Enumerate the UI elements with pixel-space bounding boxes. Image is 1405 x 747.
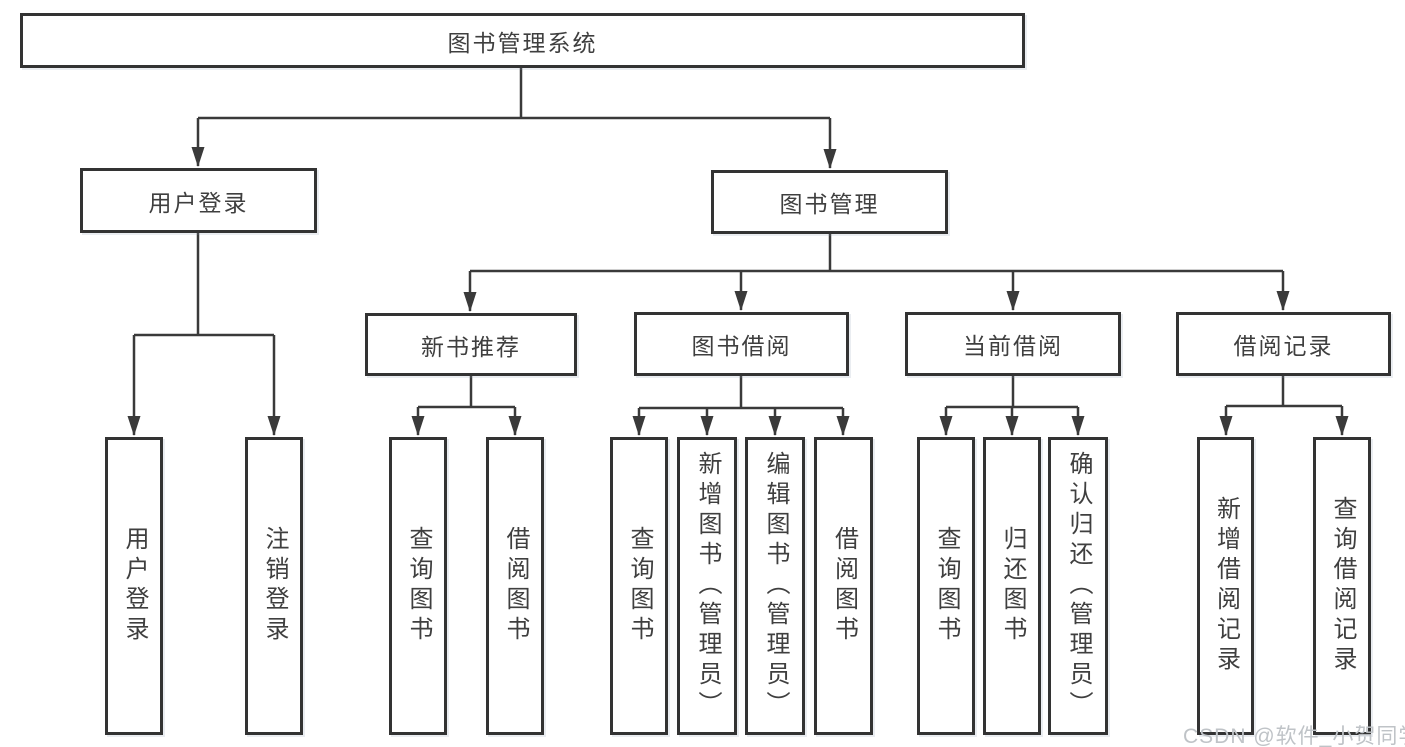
node-book-management: 图书管理 [711, 170, 948, 234]
leaf-query-books-current: 查询图书 [917, 437, 975, 735]
leaf-borrow-books-borrowing: 借阅图书 [814, 437, 873, 735]
leaf-return-books-label: 归还图书 [999, 526, 1026, 646]
leaf-logout: 注销登录 [245, 437, 303, 735]
leaf-add-books-admin-label: 新增图书（管理员） [694, 451, 721, 721]
node-book-management-label: 图书管理 [779, 191, 880, 217]
leaf-add-borrow-record: 新增借阅记录 [1197, 437, 1254, 735]
node-user-login: 用户登录 [80, 168, 317, 233]
node-system-root: 图书管理系统 [20, 13, 1025, 68]
leaf-query-books-borrowing: 查询图书 [610, 437, 668, 735]
node-new-book-recommendation-label: 新书推荐 [421, 333, 521, 360]
leaf-edit-books-admin: 编辑图书（管理员） [745, 437, 805, 735]
csdn-watermark: CSDN @软件_小贺同学 [1183, 725, 1405, 747]
leaf-logout-label: 注销登录 [261, 526, 288, 646]
node-new-book-recommendation: 新书推荐 [365, 313, 577, 376]
leaf-borrow-books-borrowing-label: 借阅图书 [830, 526, 858, 646]
leaf-query-books-current-label: 查询图书 [933, 526, 960, 646]
leaf-query-books-recommend: 查询图书 [389, 437, 447, 735]
leaf-edit-books-admin-label: 编辑图书（管理员） [762, 451, 789, 721]
leaf-query-borrow-record-label: 查询借阅记录 [1329, 496, 1356, 676]
leaf-confirm-return-admin: 确认归还（管理员） [1048, 437, 1108, 735]
leaf-borrow-books-recommend-label: 借阅图书 [502, 526, 529, 646]
node-current-borrowing: 当前借阅 [905, 312, 1121, 376]
node-current-borrowing-label: 当前借阅 [963, 333, 1063, 359]
leaf-query-books-borrowing-label: 查询图书 [626, 526, 653, 646]
leaf-query-borrow-record: 查询借阅记录 [1313, 437, 1371, 735]
leaf-user-login: 用户登录 [105, 437, 163, 735]
node-system-root-label: 图书管理系统 [447, 29, 598, 56]
node-book-borrowing-label: 图书借阅 [691, 333, 792, 359]
leaf-query-books-recommend-label: 查询图书 [405, 526, 432, 646]
leaf-confirm-return-admin-label: 确认归还（管理员） [1065, 451, 1092, 721]
node-borrowing-records: 借阅记录 [1176, 312, 1391, 376]
leaf-user-login-label: 用户登录 [121, 526, 148, 646]
node-borrowing-records-label: 借阅记录 [1233, 333, 1334, 359]
leaf-add-books-admin: 新增图书（管理员） [677, 437, 737, 735]
node-book-borrowing: 图书借阅 [634, 312, 849, 376]
node-user-login-label: 用户登录 [148, 189, 249, 216]
leaf-return-books: 归还图书 [983, 437, 1041, 735]
leaf-borrow-books-recommend: 借阅图书 [486, 437, 544, 735]
leaf-add-borrow-record-label: 新增借阅记录 [1212, 496, 1240, 676]
